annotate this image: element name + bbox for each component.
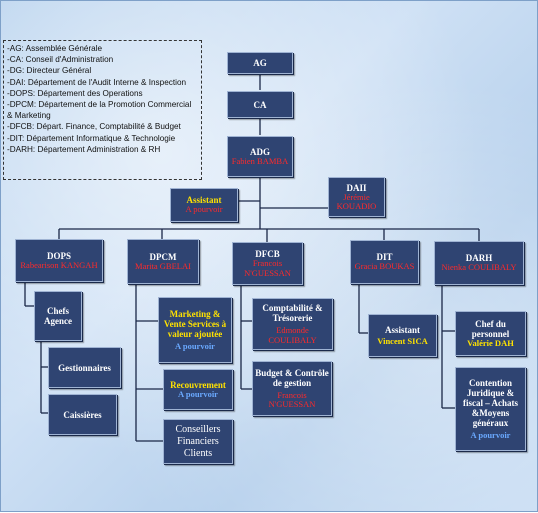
chefs-agence-title: Chefs Agence — [44, 306, 72, 326]
legend-item: -CA: Conseil d'Administration — [7, 55, 114, 65]
assistant-top-box: Assistant A pourvoir — [170, 188, 238, 222]
legend-item: -DOPS: Département des Operations — [7, 88, 143, 98]
ca-title: CA — [253, 99, 267, 110]
caissieres-title: Caissières — [63, 409, 102, 420]
conseillers-title: Conseillers Financiers Clients — [175, 423, 221, 459]
legend-item: -DPCM: Département de la Promotion Comme… — [7, 100, 192, 121]
adg-title: ADG — [250, 146, 270, 157]
assistant-dit-name: Vincent SICA — [377, 335, 428, 346]
legend-item: -DFCB: Départ. Finance, Comptabilité & B… — [7, 122, 181, 132]
contention-name: A pourvoir — [470, 429, 511, 440]
daii-name: Jérémie KOUADIO — [336, 191, 377, 211]
dpcm-title: DPCM — [149, 251, 177, 262]
dops-title: DOPS — [46, 250, 71, 261]
dops-box: DOPS Rabearison KANGAH — [15, 239, 103, 282]
dpcm-name: Marita GBELAI — [135, 260, 191, 271]
contention-title: Contention Juridique & fiscal – Achats &… — [463, 377, 518, 428]
marketing-box: Marketing & Vente Services à valeur ajou… — [158, 297, 232, 363]
legend-item: -DAI: Département de l'Audit Interne & I… — [7, 77, 187, 87]
gestionnaires-box: Gestionnaires — [48, 347, 121, 388]
budget-name: Francois N'GUESSAN — [268, 389, 316, 409]
dfcb-title: DFCB — [255, 249, 280, 259]
darh-name: Nienka COULIBALY — [441, 262, 517, 273]
marketing-name: A pourvoir — [175, 340, 215, 351]
assistant-dit-box: Assistant Vincent SICA — [368, 314, 437, 357]
darh-title: DARH — [465, 253, 493, 264]
comptabilite-box: Comptabilité & Trésorerie Edmonde COULIB… — [252, 298, 333, 350]
dit-box: DIT Gracia BOUKAS — [350, 240, 419, 284]
dit-name: Gracia BOUKAS — [354, 261, 415, 272]
daii-box: DAII Jérémie KOUADIO — [328, 177, 385, 217]
gestionnaires-title: Gestionnaires — [58, 362, 111, 373]
adg-box: ADG Fabien BAMBA — [227, 136, 293, 177]
recouvrement-name: A pourvoir — [178, 388, 218, 399]
comptabilite-title: Comptabilité & Trésorerie — [262, 303, 323, 323]
ag-box: AG — [227, 52, 293, 74]
assistant-top-title: Assistant — [186, 195, 222, 206]
legend-item: -DARH: Département Administration & RH — [7, 144, 161, 154]
assistant-top-name: A pourvoir — [185, 204, 223, 215]
chef-personnel-title: Chef du personnel — [471, 318, 510, 339]
darh-box: DARH Nienka COULIBALY — [434, 241, 524, 285]
chefs-agence-box: Chefs Agence — [34, 291, 82, 341]
conseillers-box: Conseillers Financiers Clients — [163, 419, 233, 464]
comptabilite-name: Edmonde COULIBALY — [268, 325, 317, 345]
legend-item: -AG: Assemblée Générale — [7, 44, 103, 53]
recouvrement-title: Recouvrement — [170, 379, 226, 390]
dops-name: Rabearison KANGAH — [20, 259, 98, 270]
assistant-dit-title: Assistant — [384, 324, 420, 335]
budget-title: Budget & Contrôle de gestion — [255, 367, 329, 388]
dit-title: DIT — [376, 252, 393, 263]
adg-name: Fabien BAMBA — [231, 155, 289, 166]
abbreviation-legend: -AG: Assemblée Générale -CA: Conseil d'A… — [3, 40, 202, 180]
ca-box: CA — [227, 91, 293, 118]
chef-personnel-box: Chef du personnel Valérie DAH — [455, 311, 526, 356]
chef-personnel-name: Valérie DAH — [467, 337, 514, 348]
legend-item: -DIT: Département Informatique & Technol… — [7, 133, 176, 143]
dpcm-box: DPCM Marita GBELAI — [127, 239, 199, 284]
daii-title: DAII — [346, 182, 367, 193]
recouvrement-box: Recouvrement A pourvoir — [163, 369, 233, 410]
dfcb-box: DFCB Francois N'GUESSAN — [232, 242, 303, 285]
ag-title: AG — [253, 58, 267, 68]
budget-box: Budget & Contrôle de gestion Francois N'… — [252, 361, 332, 416]
contention-box: Contention Juridique & fiscal – Achats &… — [455, 367, 526, 451]
caissieres-box: Caissières — [48, 394, 117, 435]
dfcb-name: Francois N'GUESSAN — [244, 258, 291, 278]
marketing-title: Marketing & Vente Services à valeur ajou… — [163, 308, 227, 339]
legend-item: -DG: Directeur Général — [7, 66, 92, 76]
